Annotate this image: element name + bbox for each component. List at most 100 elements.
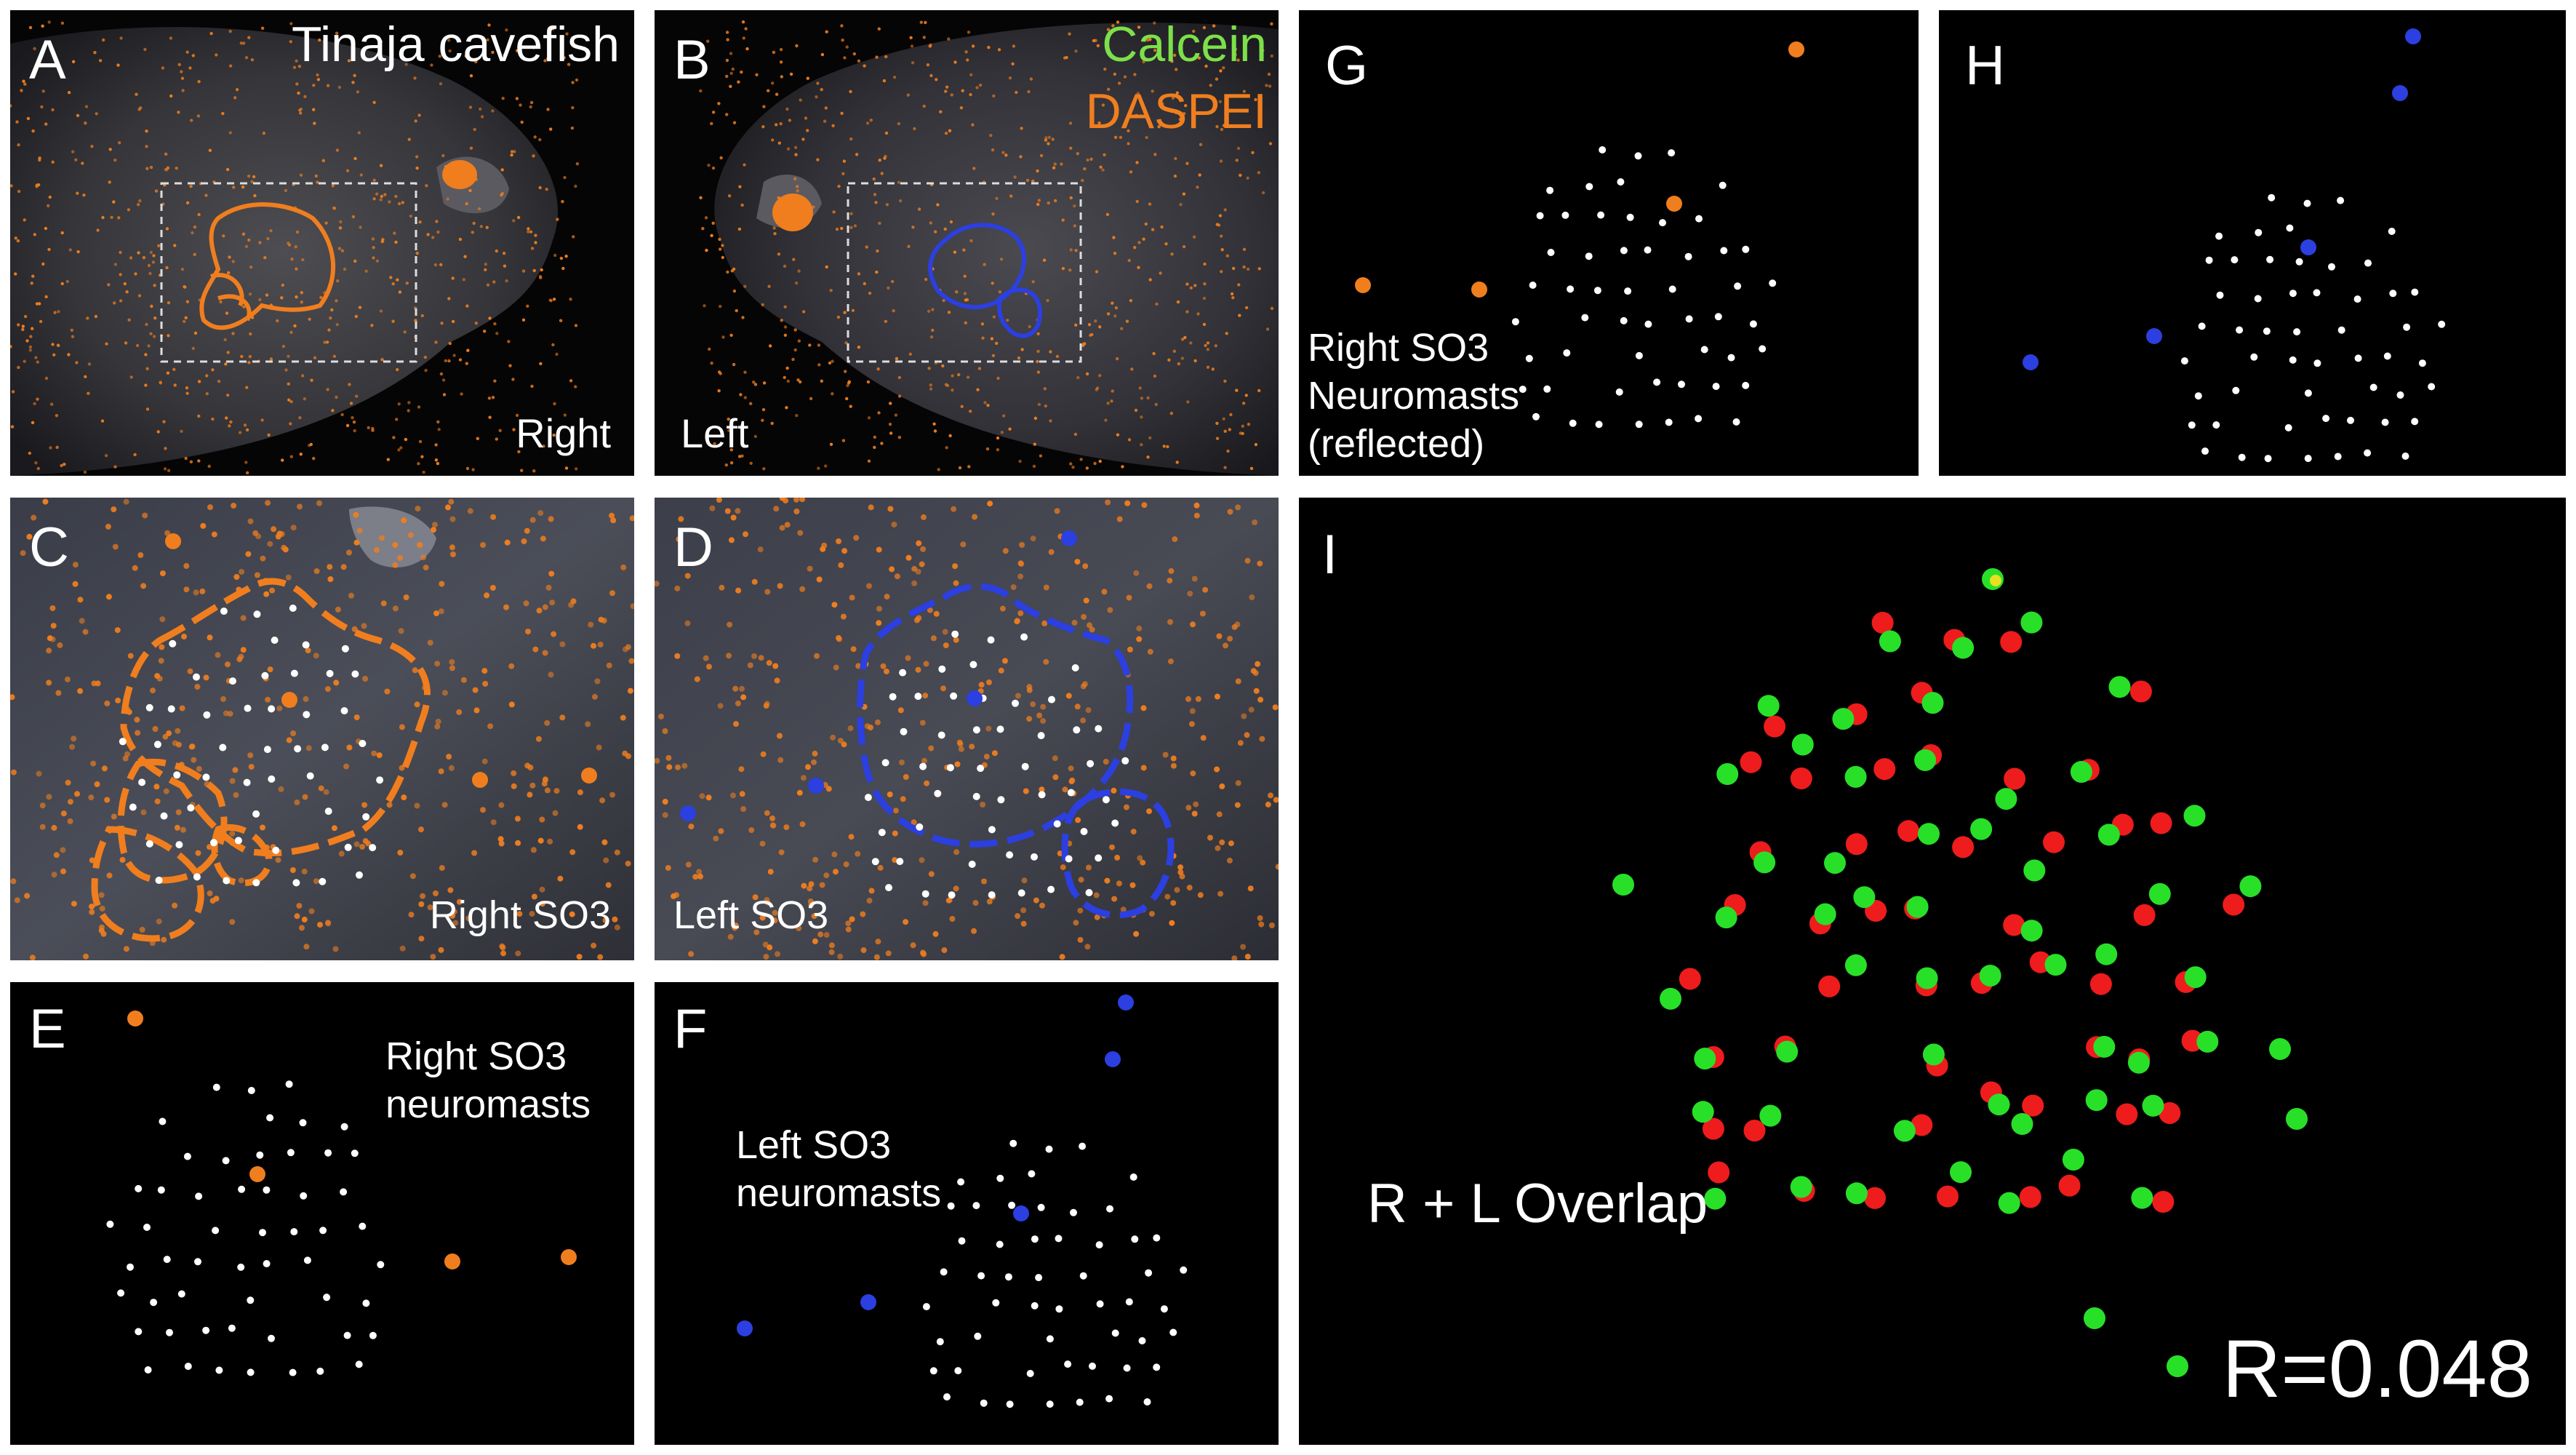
daspei-speckle (159, 644, 165, 650)
overlap-dot-right (2004, 768, 2026, 790)
daspei-speckle (1229, 412, 1233, 417)
daspei-speckle (1176, 300, 1180, 304)
daspei-speckle (596, 744, 602, 751)
daspei-speckle (309, 442, 313, 447)
daspei-speckle (727, 621, 733, 628)
daspei-speckle (512, 428, 516, 431)
daspei-speckle (1215, 77, 1219, 81)
neuromast-dot (299, 1119, 307, 1127)
daspei-speckle (250, 58, 255, 62)
daspei-speckle (1196, 186, 1199, 189)
daspei-speckle (532, 154, 535, 158)
daspei-speckle (966, 375, 970, 379)
daspei-speckle (992, 315, 996, 319)
daspei-speckle (889, 402, 892, 405)
daspei-speckle (394, 194, 398, 199)
daspei-speckle (874, 201, 878, 204)
daspei-speckle (532, 268, 536, 273)
daspei-speckle (197, 414, 201, 418)
daspei-speckle (487, 396, 492, 400)
neuromast-dot (145, 840, 153, 848)
daspei-speckle (747, 662, 753, 669)
daspei-speckle (949, 916, 956, 922)
daspei-speckle (337, 85, 342, 89)
daspei-speckle (56, 64, 60, 68)
daspei-speckle (678, 516, 684, 522)
daspei-speckle (295, 267, 298, 271)
daspei-speckle (529, 911, 535, 917)
daspei-speckle (1265, 84, 1268, 87)
daspei-speckle (409, 873, 416, 880)
neuromast-dot (977, 1272, 985, 1280)
daspei-speckle (962, 248, 966, 252)
daspei-speckle (236, 656, 243, 663)
daspei-speckle (503, 264, 507, 268)
daspei-speckle (1094, 914, 1100, 920)
daspei-speckle (125, 290, 129, 294)
daspei-speckle (180, 76, 185, 80)
daspei-speckle (305, 647, 311, 654)
neuromast-dot (1105, 1395, 1113, 1403)
daspei-speckle (228, 64, 233, 68)
daspei-speckle (1237, 740, 1244, 746)
daspei-speckle (112, 200, 116, 204)
panel-c-outlier (165, 533, 181, 549)
daspei-speckle (1082, 563, 1089, 570)
daspei-speckle (1068, 121, 1073, 125)
daspei-speckle (545, 188, 548, 191)
daspei-speckle (486, 283, 490, 287)
neuromast-dot (294, 745, 302, 753)
daspei-speckle (95, 112, 98, 116)
daspei-speckle (549, 599, 556, 606)
neuromast-dot (228, 1324, 236, 1332)
daspei-speckle (903, 919, 909, 925)
daspei-speckle (444, 164, 448, 169)
neuromast-dot (272, 846, 280, 854)
daspei-speckle (39, 824, 46, 830)
daspei-speckle (1190, 621, 1196, 628)
daspei-speckle (325, 340, 329, 344)
daspei-speckle (407, 409, 410, 412)
daspei-speckle (775, 951, 780, 957)
daspei-speckle (725, 31, 729, 34)
daspei-speckle (916, 615, 922, 621)
overlap-dot-left (1757, 695, 1780, 717)
daspei-speckle (1009, 194, 1013, 198)
daspei-speckle (82, 194, 86, 197)
daspei-speckle (169, 36, 173, 40)
daspei-speckle (10, 878, 17, 885)
daspei-speckle (812, 938, 818, 944)
daspei-speckle (1036, 202, 1040, 207)
daspei-speckle (865, 245, 868, 249)
daspei-speckle (1120, 327, 1124, 330)
overlap-dot-left (1612, 874, 1634, 896)
daspei-speckle (1226, 449, 1230, 453)
daspei-speckle (46, 679, 52, 686)
daspei-speckle (883, 668, 889, 674)
daspei-speckle (1046, 298, 1049, 303)
daspei-speckle (408, 912, 415, 918)
daspei-speckle (1036, 349, 1040, 354)
daspei-speckle (665, 865, 671, 871)
daspei-speckle (1175, 461, 1179, 464)
daspei-speckle (1223, 208, 1227, 212)
daspei-speckle (119, 250, 122, 255)
daspei-speckle (569, 849, 576, 856)
daspei-speckle (465, 362, 468, 365)
daspei-speckle (34, 461, 38, 465)
daspei-speckle (1129, 299, 1133, 303)
daspei-speckle (524, 527, 530, 534)
neuromast-dot (1595, 420, 1603, 428)
daspei-speckle (1179, 44, 1183, 48)
daspei-speckle (250, 180, 254, 183)
daspei-speckle (433, 890, 439, 896)
panel-d-outlier (808, 778, 824, 794)
daspei-speckle (191, 54, 195, 57)
daspei-speckle (434, 340, 438, 344)
daspei-speckle (301, 917, 308, 922)
daspei-speckle (430, 63, 433, 67)
daspei-speckle (152, 726, 159, 732)
daspei-speckle (91, 680, 97, 687)
panel-e: E Right SO3 neuromasts (10, 982, 634, 1445)
daspei-speckle (31, 327, 34, 330)
